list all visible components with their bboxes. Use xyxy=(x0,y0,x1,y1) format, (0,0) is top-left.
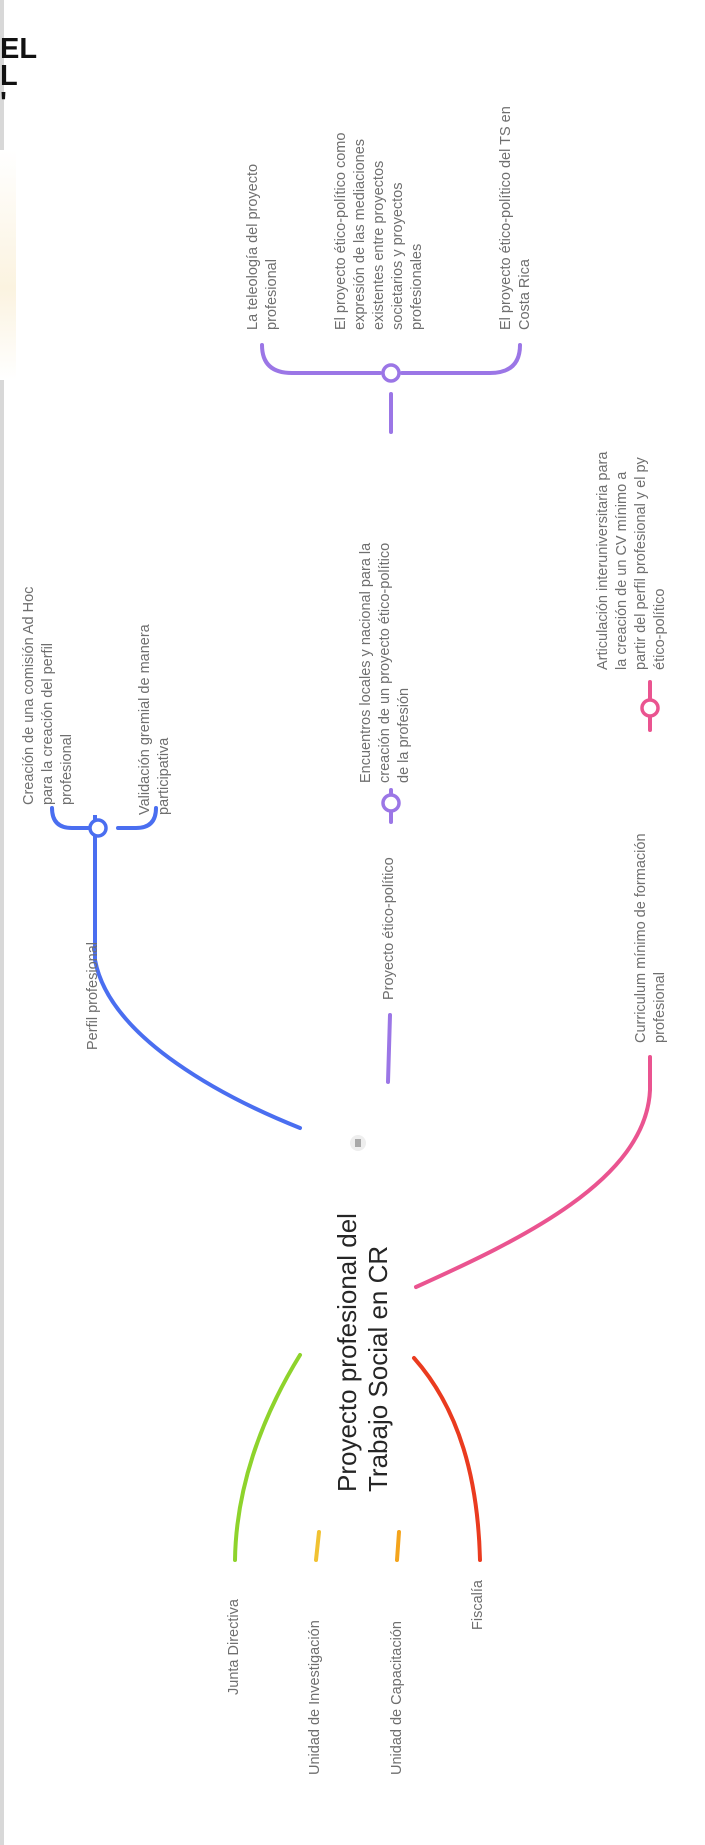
subtopic-mediaciones[interactable]: El proyecto ético-político como expresió… xyxy=(333,132,425,330)
topic-proyecto-etico-politico[interactable]: Proyecto ético-político xyxy=(381,857,397,1000)
edge-central-capacitacion xyxy=(395,1530,401,1562)
topic-curriculum-minimo[interactable]: Curriculum mínimo de formación profesion… xyxy=(633,833,668,1043)
subtopic-ts-costa-rica[interactable]: El proyecto ético-político del TS en Cos… xyxy=(498,106,533,330)
edge-central-perfil xyxy=(93,843,302,1130)
canvas-edge xyxy=(0,0,4,1845)
topic-fiscalia[interactable]: Fiscalía xyxy=(470,1580,486,1630)
edge-central-etico xyxy=(386,1013,392,1084)
node-etico-hub xyxy=(381,793,401,813)
central-topic[interactable]: Proyecto profesional del Trabajo Social … xyxy=(332,1213,393,1492)
note-icon[interactable] xyxy=(350,1135,366,1151)
subtopic-articulacion-interuniversitaria[interactable]: Articulación interuniversitaria para la … xyxy=(595,451,668,670)
topic-perfil-profesional[interactable]: Perfil profesional xyxy=(85,942,101,1050)
branch-etico-lines xyxy=(260,343,522,1084)
subtopic-encuentros-locales[interactable]: Encuentros locales y nacional para la cr… xyxy=(358,542,412,783)
branch-perfil-lines xyxy=(50,806,302,1130)
subtopic-validacion-gremial[interactable]: Validación gremial de manera participati… xyxy=(137,624,172,815)
edge-central-investigacion xyxy=(314,1530,321,1562)
topic-junta-directiva[interactable]: Junta Directiva xyxy=(226,1599,242,1695)
brace-etico xyxy=(260,343,522,375)
topic-unidad-investigacion[interactable]: Unidad de Investigación xyxy=(307,1620,323,1775)
node-etico-sub-hub xyxy=(381,363,401,383)
brace-perfil xyxy=(50,806,158,830)
node-curriculum-hub xyxy=(640,698,660,718)
topic-unidad-capacitacion[interactable]: Unidad de Capacitación xyxy=(389,1621,405,1775)
edge-central-fiscalia xyxy=(412,1356,482,1562)
edge-central-curriculum xyxy=(414,1055,652,1289)
branch-curriculum-lines xyxy=(414,680,660,1289)
subtopic-teleologia[interactable]: La teleología del proyecto profesional xyxy=(245,163,280,330)
subtopic-comision-ad-hoc[interactable]: Creación de una comisión Ad Hoc para la … xyxy=(21,586,75,805)
cropped-header-text: EL L ' xyxy=(0,36,38,119)
edge-central-junta xyxy=(233,1353,302,1562)
canvas-edge-shade xyxy=(0,150,16,380)
node-perfil-hub xyxy=(88,818,108,838)
